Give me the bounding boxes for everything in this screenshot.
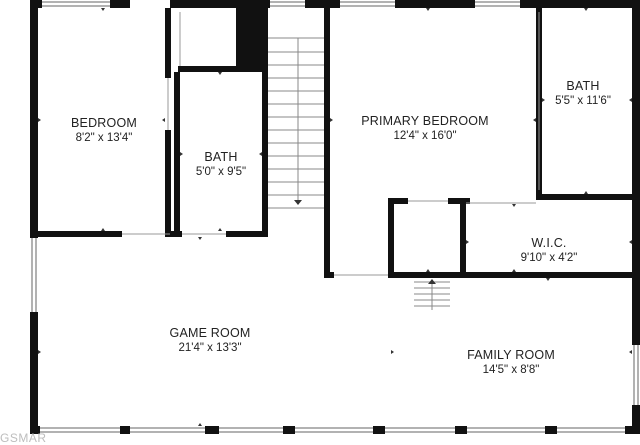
room-game-room: GAME ROOM 21'4" x 13'3" (170, 326, 251, 356)
room-name: FAMILY ROOM (467, 348, 555, 362)
stair-arrows (294, 200, 436, 284)
door-lines (122, 12, 540, 276)
room-dimensions: 5'0" x 9'5" (195, 166, 247, 178)
room-name: BATH (204, 150, 238, 164)
room-primary-bedroom: PRIMARY BEDROOM 12'4" x 16'0" (361, 114, 489, 144)
room-name: GAME ROOM (169, 326, 251, 340)
dimension-ticks (38, 8, 632, 426)
room-bath-right: BATH 5'5" x 11'6" (555, 79, 611, 109)
room-dimensions: 14'5" x 8'8" (482, 364, 540, 376)
room-bath-left: BATH 5'0" x 9'5" (196, 150, 246, 180)
room-dimensions: 9'10" x 4'2" (520, 252, 578, 264)
room-name: BATH (566, 79, 600, 93)
room-bedroom: BEDROOM 8'2" x 13'4" (71, 116, 137, 146)
stairs (268, 37, 450, 310)
room-dimensions: 8'2" x 13'4" (75, 132, 133, 144)
watermark: GSMAR (0, 431, 47, 445)
room-name: BEDROOM (71, 116, 137, 130)
room-dimensions: 5'5" x 11'6" (555, 95, 611, 107)
room-family-room: FAMILY ROOM 14'5" x 8'8" (467, 348, 555, 378)
room-name: PRIMARY BEDROOM (361, 114, 489, 128)
room-dimensions: 12'4" x 16'0" (393, 130, 457, 142)
outer-walls (30, 0, 640, 434)
room-dimensions: 21'4" x 13'3" (178, 342, 242, 354)
windows (31, 1, 639, 433)
room-wic: W.I.C. 9'10" x 4'2" (521, 236, 578, 266)
room-name: W.I.C. (531, 236, 567, 250)
